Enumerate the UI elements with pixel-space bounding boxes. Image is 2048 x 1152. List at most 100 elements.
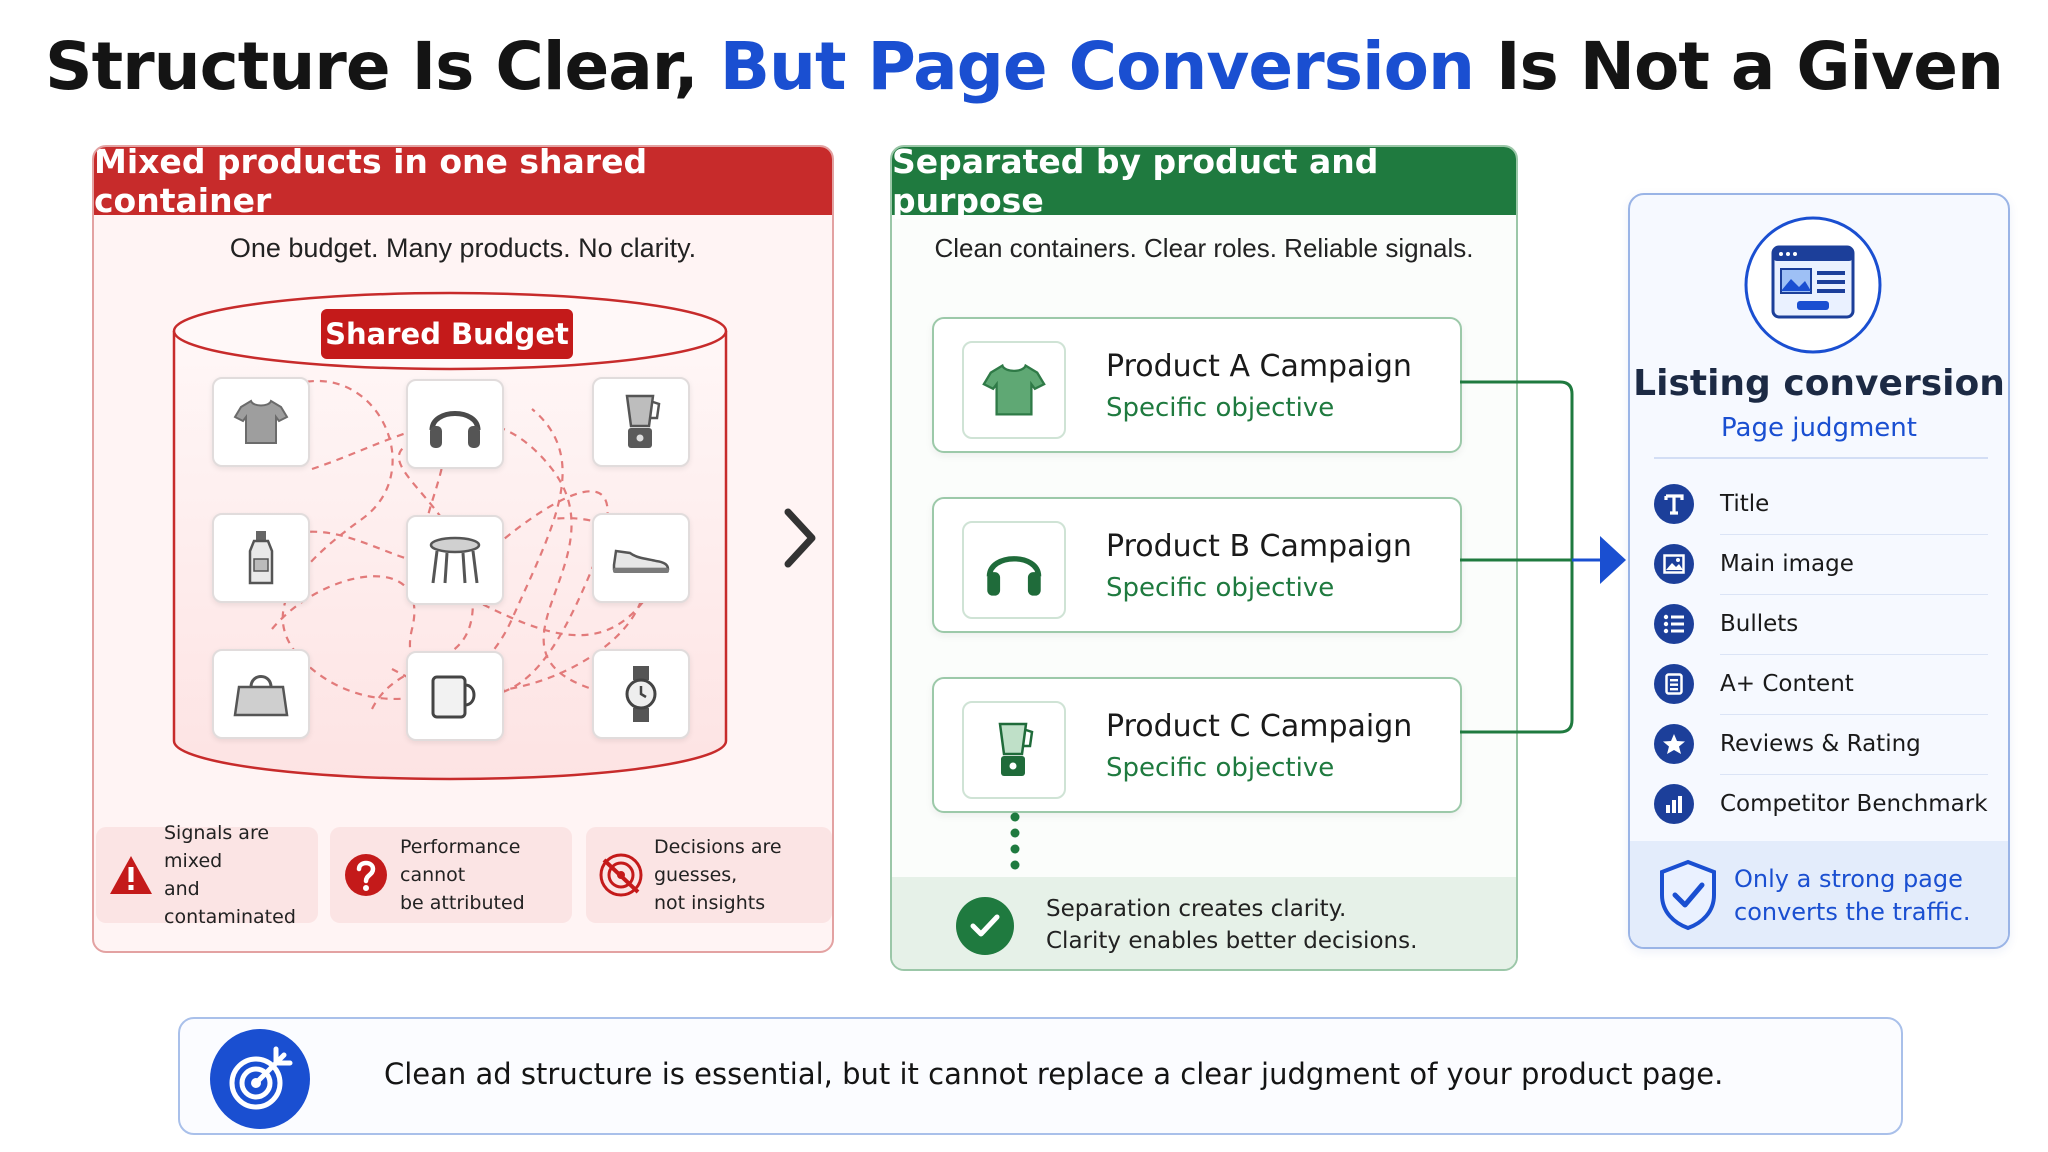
product-tile [406,379,504,469]
issue-performance: Performance cannot be attributed [330,827,572,923]
arrow-right-icon [1600,536,1626,584]
campaign-icon-box [962,521,1066,619]
separated-campaigns-panel: Separated by product and purpose Clean c… [890,145,1518,971]
issues-row: Signals are mixed and contaminated Perfor… [94,822,832,928]
separated-panel-subtitle: Clean containers. Clear roles. Reliable … [934,233,1474,263]
clarity-footer: Separation creates clarity. Clarity enabl… [892,877,1516,969]
strong-page-line-2: converts the traffic. [1734,898,1971,926]
mixed-panel-subtitle: One budget. Many products. No clarity. [229,233,697,263]
campaign-objective: Specific objective [1106,753,1335,783]
bar-chart-icon [1654,784,1694,824]
checklist-item-title: Title [1654,475,1988,533]
issue-text-line2: be attributed [400,892,525,914]
key-message-banner: Clean ad structure is essential, but it … [178,1017,1903,1135]
shared-budget-tag: Shared Budget [321,309,573,359]
product-tile [406,651,504,741]
image-icon [1654,544,1694,584]
issue-text-line2: not insights [654,892,766,914]
stool-icon [429,536,481,584]
checklist-item-aplus-content: A+ Content [1654,655,1988,713]
handbag-icon [233,675,289,717]
product-tile [592,513,690,603]
product-tile [406,515,504,605]
campaign-objective: Specific objective [1106,573,1335,603]
divider [1720,714,1988,715]
checklist-label: Title [1720,491,1770,517]
checklist-item-competitor-benchmark: Competitor Benchmark [1654,775,1988,833]
divider [1720,774,1988,775]
title-part-2: Is Not a Given [1473,28,2004,105]
product-tile [212,377,310,467]
clarity-line-2: Clarity enables better decisions. [1046,928,1418,954]
divider [1720,594,1988,595]
shield-check-icon [1660,859,1716,931]
clarity-line-1: Separation creates clarity. [1046,896,1347,922]
checklist-label: Bullets [1720,611,1799,637]
checklist-label: Competitor Benchmark [1720,791,1988,817]
blender-icon [998,722,1034,776]
mixed-products-panel: Mixed products in one shared container O… [92,145,834,953]
listing-conversion-title: Listing conversion [1633,363,2005,404]
checklist-item-reviews: Reviews & Rating [1654,715,1988,773]
list-icon [1654,604,1694,644]
separated-panel-header: Separated by product and purpose [892,147,1516,220]
question-icon [345,854,387,896]
title-highlight: But Page Conversion [719,28,1475,105]
page-title: Structure Is Clear, But Page Conversion … [0,28,2048,105]
strong-page-line-1: Only a strong page [1734,865,1963,893]
product-tile [592,649,690,739]
campaign-icon-box [962,341,1066,439]
checklist-label: Reviews & Rating [1720,731,1921,757]
campaign-name: Product B Campaign [1106,529,1412,564]
campaign-card-a: Product A Campaign Specific objective [932,317,1462,453]
headphones-icon [986,556,1042,596]
checklist-item-main-image: Main image [1654,535,1988,593]
campaign-card-b: Product B Campaign Specific objective [932,497,1462,633]
page-judgment-subtitle: Page judgment [1721,413,1917,443]
continuation-dots [1010,812,1020,870]
campaign-icon-box [962,701,1066,799]
star-icon [1654,724,1694,764]
webpage-image-icon [1744,216,1882,354]
tshirt-icon [982,363,1046,416]
document-icon [1654,664,1694,704]
campaign-name: Product A Campaign [1106,349,1412,384]
campaign-connector-lines [1460,380,1626,734]
product-tile [592,377,690,467]
title-part-1: Structure Is Clear, [45,28,720,105]
divider [1654,457,1988,459]
divider [1720,654,1988,655]
campaign-card-c: Product C Campaign Specific objective [932,677,1462,813]
checklist-label: Main image [1720,551,1854,577]
key-message-text: Clean ad structure is essential, but it … [384,1057,1724,1091]
chevron-right-icon [784,508,816,568]
strong-page-footer: Only a strong page converts the traffic. [1630,841,2008,947]
issue-text-line1: Decisions are guesses, [654,836,782,886]
warning-icon [110,856,152,894]
crossed-target-icon [599,853,643,897]
text-icon [1654,484,1694,524]
checklist-label: A+ Content [1720,671,1854,697]
bottle-icon [248,531,274,585]
watch-icon [625,666,657,722]
product-tile [212,649,310,739]
mixed-panel-header: Mixed products in one shared container [94,147,832,220]
mug-icon [431,675,476,719]
issue-decisions: Decisions are guesses, not insights [586,827,832,923]
check-circle-icon [956,897,1014,955]
checklist-item-bullets: Bullets [1654,595,1988,653]
target-icon [210,1029,310,1129]
product-tile [212,513,310,603]
campaign-name: Product C Campaign [1106,709,1413,744]
listing-conversion-panel: Listing conversion Page judgment Title M… [1628,193,2010,949]
campaign-objective: Specific objective [1106,393,1335,423]
divider [1720,534,1988,535]
issue-signals-mixed: Signals are mixed and contaminated [96,822,318,928]
tshirt-icon [233,399,289,444]
issue-text-line2: and contaminated [164,878,296,928]
sneaker-icon [612,549,670,573]
blender-icon [625,394,661,448]
issue-text-line1: Signals are mixed [164,822,270,872]
issue-text-line1: Performance cannot [400,836,521,886]
headphones-icon [429,411,481,448]
